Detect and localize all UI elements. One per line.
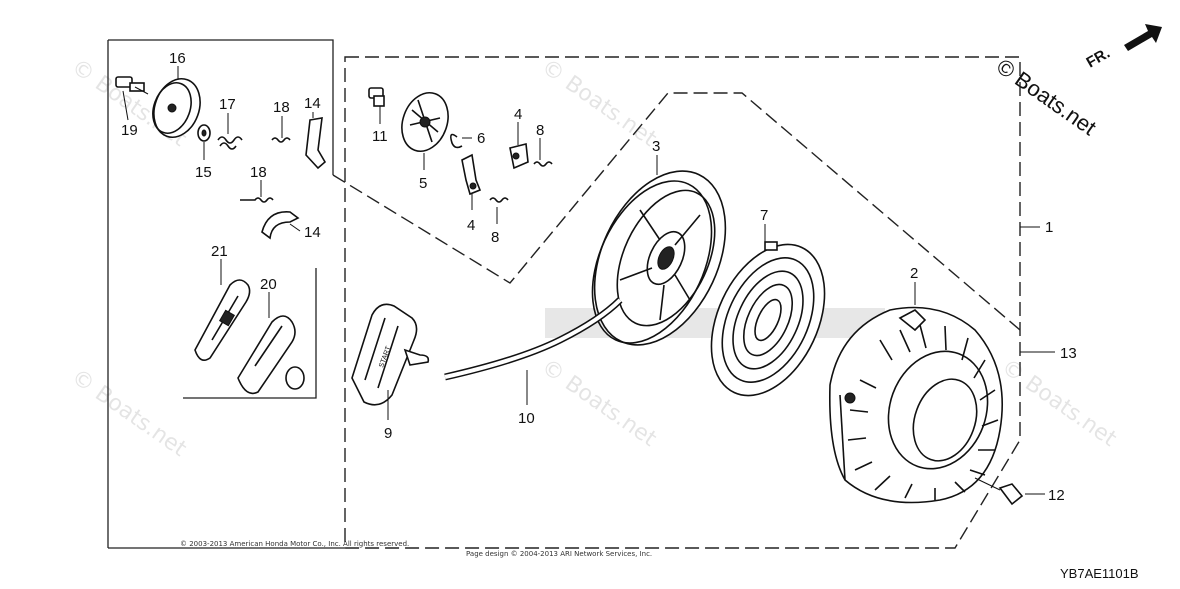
- part-18-spring-lower: [240, 197, 274, 203]
- part-12-flange-bolt: [974, 477, 1024, 506]
- sub-assembly-boundary: [332, 92, 1021, 331]
- callout-8-upper: 8: [536, 122, 544, 139]
- copyright-line-2: Page design © 2004-2013 ARI Network Serv…: [466, 550, 652, 558]
- part-21-starter-grip: [194, 279, 251, 361]
- part-8-spring-lower: [489, 197, 509, 203]
- callout-11: 11: [372, 128, 388, 145]
- part-7-recoil-spring: [710, 241, 826, 397]
- callout-2: 2: [910, 265, 918, 282]
- part-3-starter-reel: [591, 170, 727, 346]
- part-14-guide-upper: [305, 117, 327, 170]
- callout-4-lower: 4: [467, 217, 475, 234]
- part-14-guide-lower: [261, 211, 300, 240]
- part-4-pawl-lower: [461, 153, 482, 196]
- part-18-spring-upper: [271, 137, 291, 143]
- leader-lines: [122, 66, 1055, 495]
- callout-17: 17: [219, 96, 236, 113]
- callout-18-lower: 18: [250, 164, 267, 181]
- front-direction-indicator: FR.: [1084, 24, 1162, 72]
- part-6-clip: [450, 133, 463, 149]
- part-16-ratchet: [152, 78, 201, 138]
- part-2-starter-case: [828, 306, 1003, 504]
- callout-9: 9: [384, 425, 392, 442]
- part-10-starter-rope: [444, 298, 622, 379]
- callout-6: 6: [477, 130, 485, 147]
- part-9-starter-grip: START: [351, 303, 430, 406]
- assembly-boundary: [344, 56, 1021, 549]
- part-15-washer: [197, 124, 211, 142]
- callout-5: 5: [419, 175, 427, 192]
- watermark-text: © Boats.net: [67, 364, 192, 462]
- part-5-ratchet-plate: [401, 92, 449, 152]
- callout-18-upper: 18: [273, 99, 290, 116]
- callout-1: 1: [1045, 219, 1053, 236]
- callout-16: 16: [169, 50, 186, 67]
- callout-13: 13: [1060, 345, 1077, 362]
- front-arrow-icon: [1124, 24, 1162, 51]
- callout-labels: 1 2 3 4 4 5 6 7 8 8 9 10 11 12 13 14 14 …: [121, 50, 1077, 504]
- part-20-starter-grip: [237, 315, 305, 395]
- callout-7: 7: [760, 207, 768, 224]
- callout-10: 10: [518, 410, 535, 427]
- part-19-bolt: [115, 76, 149, 95]
- callout-19: 19: [121, 122, 138, 139]
- callout-12: 12: [1048, 487, 1065, 504]
- callout-4-upper: 4: [514, 106, 522, 123]
- watermark-text: © Boats.net: [537, 54, 662, 152]
- callout-14-lower: 14: [304, 224, 321, 241]
- diagram-code: YB7AE1101B: [1060, 566, 1139, 581]
- callout-20: 20: [260, 276, 277, 293]
- callout-14-upper: 14: [304, 95, 321, 112]
- watermark-text: © Boats.net: [537, 354, 662, 452]
- callout-15: 15: [195, 164, 212, 181]
- callout-3: 3: [652, 138, 660, 155]
- part-8-spring-upper: [533, 161, 553, 167]
- front-direction-label: FR.: [1084, 45, 1113, 72]
- watermark-text: © Boats.net: [997, 354, 1122, 452]
- brand-watermark: © Boats.net: [992, 54, 1101, 141]
- part-4-pawl-upper: [509, 143, 529, 170]
- copyright-line-1: © 2003-2013 American Honda Motor Co., In…: [180, 540, 409, 548]
- callout-8-lower: 8: [491, 229, 499, 246]
- part-11-bolt: [368, 87, 385, 107]
- part-17-spring: [217, 136, 243, 150]
- callout-21: 21: [211, 243, 228, 260]
- option-group-frame: [107, 39, 334, 548]
- handle-group-frame: [183, 268, 317, 399]
